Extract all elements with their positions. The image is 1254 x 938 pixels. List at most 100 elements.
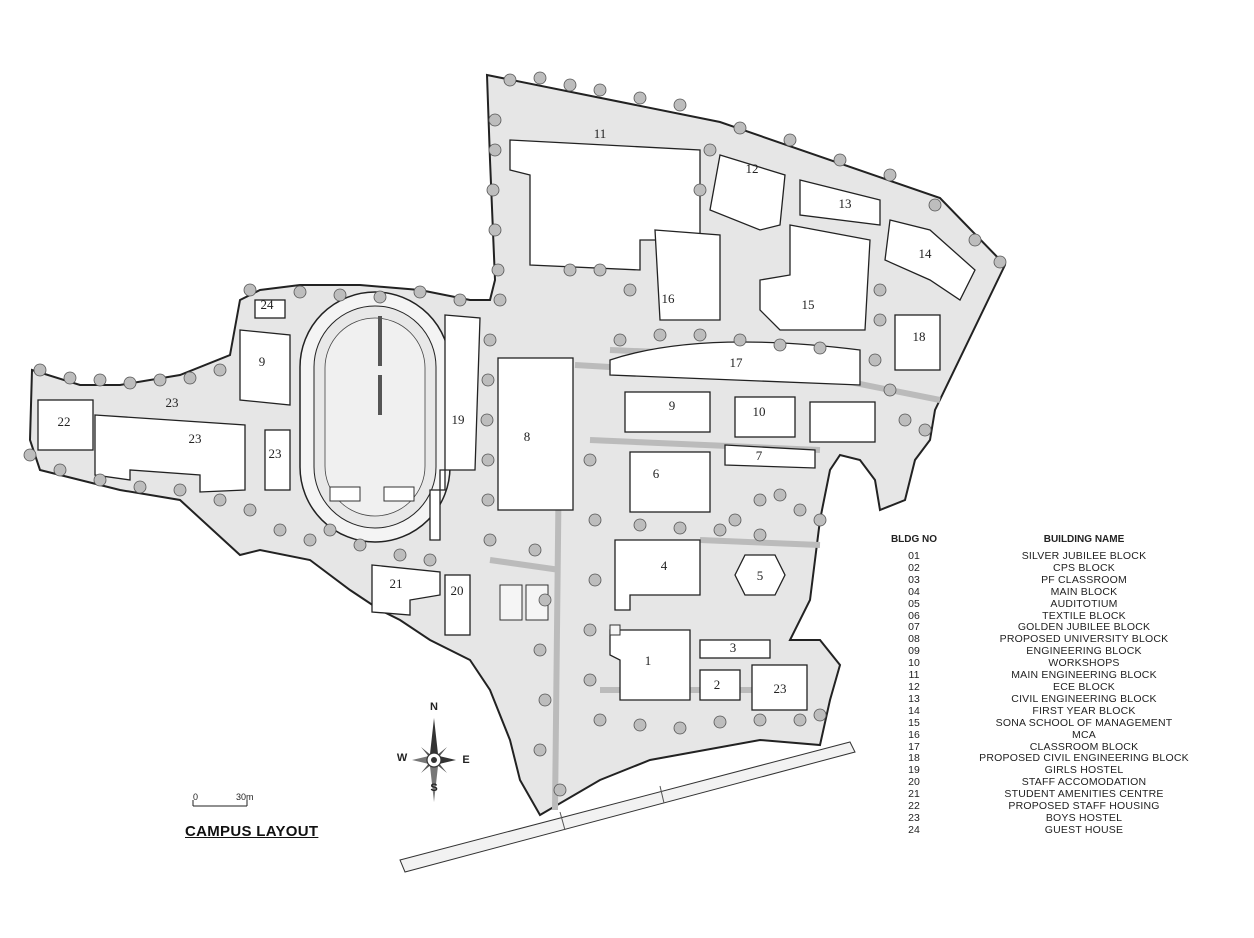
trees <box>23 71 1007 797</box>
legend-row: 13 CIVIL ENGINEERING BLOCK <box>884 692 1224 706</box>
tree-icon <box>481 373 495 387</box>
tree-icon <box>593 713 607 727</box>
campus-layout-title: CAMPUS LAYOUT <box>185 823 319 840</box>
legend-row-name: STUDENT AMENITIES CENTRE <box>1004 788 1164 801</box>
building-23b <box>264 429 291 491</box>
legend-row-number: 23 <box>908 811 920 824</box>
compass-north: N <box>430 701 438 713</box>
tree-icon <box>993 255 1007 269</box>
tree-icon <box>753 713 767 727</box>
legend-row-name: GOLDEN JUBILEE BLOCK <box>1017 621 1151 634</box>
legend-row-name: ECE BLOCK <box>1053 680 1115 693</box>
legend-row-name: CIVIL ENGINEERING BLOCK <box>1011 692 1157 705</box>
label-7: 7 <box>756 448 763 463</box>
tree-icon <box>813 341 827 355</box>
tree-icon <box>553 783 567 797</box>
legend-row-number: 21 <box>908 788 920 801</box>
tree-icon <box>673 521 687 535</box>
tree-icon <box>173 483 187 497</box>
label-17: 17 <box>730 355 744 370</box>
building-14 <box>884 219 976 301</box>
tree-icon <box>480 413 494 427</box>
tree-icon <box>153 373 167 387</box>
building-2 <box>699 669 741 701</box>
legend-row-name: MAIN ENGINEERING BLOCK <box>1011 669 1157 682</box>
legend-row-number: 22 <box>908 800 920 813</box>
tree-icon <box>713 523 727 537</box>
tree-icon <box>868 353 882 367</box>
tree-icon <box>53 463 67 477</box>
building-19 <box>429 314 481 541</box>
sports-courts <box>499 584 621 636</box>
label-5: 5 <box>757 568 764 583</box>
tree-icon <box>273 523 287 537</box>
legend-row-name: MAIN BLOCK <box>1050 585 1118 598</box>
legend-row-name: WORKSHOPS <box>1048 657 1120 670</box>
tree-icon <box>753 528 767 542</box>
legend-row-number: 05 <box>908 597 920 610</box>
tree-icon <box>583 673 597 687</box>
legend-row-name: FIRST YEAR BLOCK <box>1032 704 1136 717</box>
tree-icon <box>593 83 607 97</box>
label-21: 21 <box>390 576 403 591</box>
legend-row-name: GIRLS HOSTEL <box>1044 764 1124 777</box>
tree-icon <box>613 333 627 347</box>
label-14: 14 <box>919 246 933 261</box>
tree-icon <box>243 503 257 517</box>
tree-icon <box>583 623 597 637</box>
tree-icon <box>733 333 747 347</box>
tree-icon <box>593 263 607 277</box>
compass-west: W <box>397 752 408 764</box>
legend-row-number: 13 <box>908 692 920 705</box>
label-20: 20 <box>451 583 464 598</box>
legend-row-number: 18 <box>908 752 920 765</box>
tree-icon <box>123 376 137 390</box>
tree-icon <box>538 593 552 607</box>
building-12 <box>709 154 786 231</box>
tree-icon <box>783 133 797 147</box>
tree-icon <box>33 363 47 377</box>
legend-row-number: 06 <box>908 609 920 622</box>
tree-icon <box>813 708 827 722</box>
tree-icon <box>481 493 495 507</box>
label-16: 16 <box>662 291 676 306</box>
scale-end: 30m <box>236 792 254 802</box>
building-1 <box>609 629 691 701</box>
building-6 <box>629 451 711 513</box>
label-23d: 23 <box>774 681 787 696</box>
legend-row-number: 19 <box>908 764 920 777</box>
tree-icon <box>93 473 107 487</box>
label-11: 11 <box>594 126 607 141</box>
tree-icon <box>928 198 942 212</box>
tree-icon <box>393 548 407 562</box>
legend-row-number: 12 <box>908 680 920 693</box>
buildings <box>37 139 976 711</box>
tree-icon <box>673 721 687 735</box>
tree-icon <box>883 168 897 182</box>
main-road <box>399 741 856 873</box>
tree-icon <box>453 293 467 307</box>
tree-icon <box>303 533 317 547</box>
building-labels: 11 12 13 14 15 16 17 18 8 9 10 6 7 4 5 1… <box>58 126 933 696</box>
tree-icon <box>533 743 547 757</box>
tree-icon <box>773 488 787 502</box>
legend-row-name: ENGINEERING BLOCK <box>1026 645 1142 658</box>
tree-icon <box>93 373 107 387</box>
label-9: 9 <box>669 398 676 413</box>
tree-icon <box>703 143 717 157</box>
tree-icon <box>673 98 687 112</box>
label-10: 10 <box>753 404 766 419</box>
tree-icon <box>653 328 667 342</box>
legend-row: 18 PROPOSED CIVIL ENGINEERING BLOCK <box>884 753 1224 765</box>
tree-icon <box>588 573 602 587</box>
legend-row-name: PROPOSED CIVIL ENGINEERING BLOCK <box>979 752 1189 765</box>
